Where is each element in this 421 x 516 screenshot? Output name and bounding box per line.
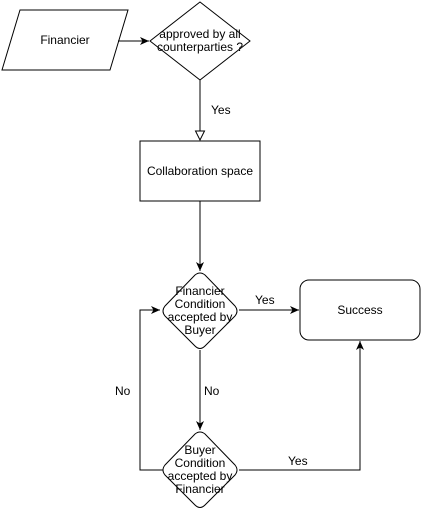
approval-yes-label: Yes [211,103,231,117]
collaboration-space-shape [139,140,261,202]
edge-buyer-condition-to-success [239,341,364,471]
financier-condition-yes-label: Yes [255,293,275,307]
financier-condition-no-label: No [204,384,220,398]
collaboration-space-label: Collaboration space [146,163,254,178]
buyer-condition-label: Buyer Condition accepted by Financier [167,443,233,496]
financier-node-shape [1,9,129,71]
edge-buyer-condition-loop-back [139,306,163,471]
success-node-label: Success [337,302,383,317]
buyer-condition-shape [162,431,238,508]
financier-node-label: Financier [40,32,90,47]
buyer-condition-no-label: No [115,384,131,398]
buyer-condition-yes-label: Yes [288,454,308,468]
approval-decision-label: approved by all counterparties ? [156,27,244,54]
financier-condition-label: Financier Condition accepted by Buyer [167,284,233,337]
success-node-shape [299,279,421,341]
financier-condition-shape [162,272,238,349]
